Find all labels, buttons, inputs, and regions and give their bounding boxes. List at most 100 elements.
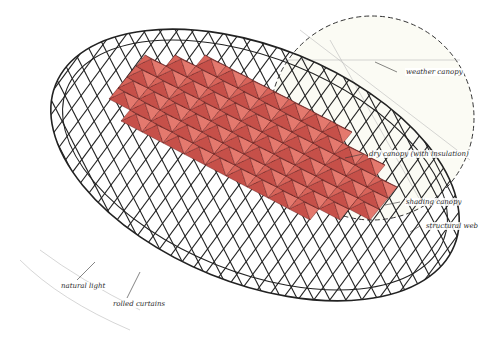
lattice-bar	[0, 0, 4, 351]
leader-line	[77, 262, 95, 280]
pyramid-face	[238, 77, 253, 88]
lattice-bar	[0, 0, 84, 351]
lattice-bar	[400, 0, 484, 351]
lattice-bar	[0, 0, 68, 351]
lattice-bar	[0, 0, 52, 351]
leader-lines	[77, 62, 420, 298]
lattice-bar	[256, 0, 436, 351]
lattice-bar	[20, 0, 280, 351]
lattice-bar	[464, 0, 484, 351]
lattice-bar	[0, 0, 72, 351]
lattice-bar	[160, 0, 340, 351]
lattice-bar	[468, 0, 484, 351]
annotation-label: shading canopy	[405, 198, 462, 206]
pyramid-face	[196, 55, 211, 66]
leader-line	[345, 154, 363, 158]
leader-line	[410, 226, 420, 232]
lattice-bar	[132, 0, 392, 351]
lattice-bar	[68, 0, 328, 351]
lattice-bar	[212, 0, 472, 351]
pyramid-face	[337, 125, 352, 143]
lattice-bar	[436, 0, 484, 351]
annotation-label: dry canopy (with insulation)	[368, 150, 470, 158]
lattice-bar	[320, 0, 484, 351]
lattice-bar	[228, 0, 484, 351]
lattice-bar	[0, 0, 232, 351]
leader-line	[127, 272, 140, 298]
lattice-bar	[0, 0, 248, 351]
shell-edge	[11, 0, 484, 351]
pyramid-face	[166, 55, 181, 66]
lattice-bar	[224, 0, 404, 351]
lattice-bar	[0, 0, 40, 351]
leader-line	[375, 62, 397, 72]
annotation-label: weather canopy	[405, 68, 464, 76]
pyramid-face	[367, 176, 382, 187]
lattice-bar	[112, 0, 292, 351]
lattice-bar	[324, 0, 484, 351]
lattice-bar	[416, 0, 484, 351]
pyramid-face	[301, 110, 316, 121]
pyramid-face	[280, 99, 295, 110]
pyramid-face	[334, 143, 349, 154]
lattice-bar	[0, 0, 180, 351]
annotation-label: structural web	[425, 222, 479, 230]
pyramid-face	[322, 121, 337, 132]
lattice-bar	[384, 0, 484, 351]
lattice-bar	[0, 0, 148, 351]
lattice-bar	[164, 0, 424, 351]
lattice-bar	[276, 0, 484, 351]
lattice-bar	[404, 0, 484, 351]
lattice-bar	[0, 0, 136, 351]
lattice-bar	[448, 0, 484, 351]
pyramid-face	[217, 66, 232, 77]
lattice-bar	[176, 0, 356, 351]
inner-shell-edge	[27, 0, 484, 340]
lattice-bar	[52, 0, 312, 351]
pyramid-face	[382, 180, 397, 198]
pyramid-face	[370, 158, 385, 176]
lattice-bar	[0, 0, 216, 351]
annotation-label: rolled curtains	[112, 300, 166, 308]
lattice-bar	[432, 0, 484, 351]
lattice-bar	[100, 0, 360, 351]
lattice-bar	[0, 0, 168, 351]
lattice-bar	[4, 0, 264, 351]
lattice-bar	[116, 0, 376, 351]
lattice-bar	[16, 0, 196, 351]
lattice-bar	[64, 0, 244, 351]
lattice-bar	[196, 0, 456, 351]
lattice-bar	[0, 0, 116, 351]
lattice-bar	[240, 0, 420, 351]
lattice-bar	[0, 0, 56, 351]
lattice-bar	[0, 0, 36, 351]
lattice-bar	[0, 0, 132, 351]
lattice-bar	[192, 0, 372, 351]
lattice-bar	[0, 0, 184, 351]
lattice-bar	[128, 0, 308, 351]
lattice-bar	[336, 0, 484, 351]
lattice-bar	[420, 0, 484, 351]
lattice-bar	[0, 0, 24, 351]
lattice-bar	[292, 0, 484, 351]
pyramid-panels	[109, 55, 397, 220]
lattice-bar	[80, 0, 260, 351]
lattice-bar	[0, 0, 100, 351]
lattice-bar	[372, 0, 484, 351]
annotation-label: natural light	[60, 282, 106, 290]
lattice-bar	[368, 0, 484, 351]
lattice-bar	[340, 0, 484, 351]
lattice-bar	[0, 0, 8, 351]
lattice-bar	[180, 0, 440, 351]
lattice-bar	[96, 0, 276, 351]
lattice-bar	[388, 0, 484, 351]
lattice-bar	[480, 0, 484, 351]
lattice-bar	[308, 0, 484, 351]
lattice-bar	[32, 0, 212, 351]
lattice-bar	[452, 0, 484, 351]
pyramid-face	[136, 55, 151, 66]
pyramid-face	[259, 88, 274, 99]
